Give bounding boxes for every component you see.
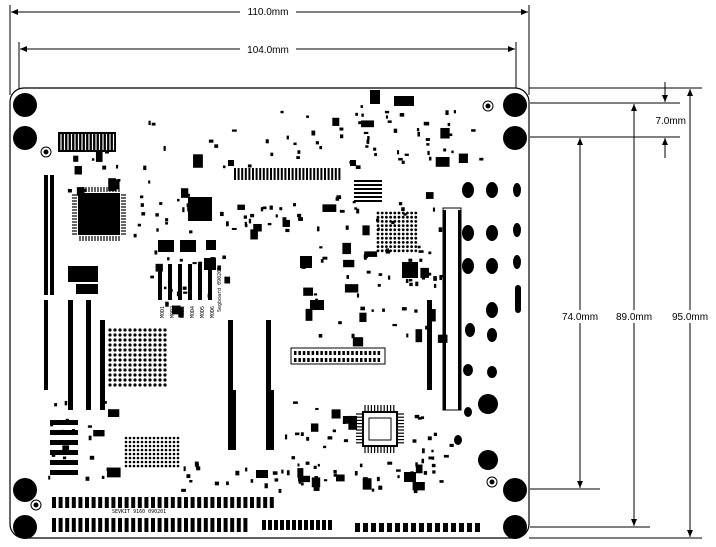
mounting-holes (13, 93, 527, 539)
silk-mod-label: MOD4 (190, 306, 196, 318)
silk-mod-label: MOD5 (200, 306, 206, 318)
dim-hole-spacing-x: 104.0mm (247, 45, 289, 56)
connector-right-header (442, 207, 462, 411)
dim-hole-offset-y: 7.0mm (655, 116, 686, 127)
dim-hole-spacing-y-long: 89.0mm (616, 312, 652, 323)
silk-mod-label: MOD1 (160, 306, 166, 318)
smd-components (48, 90, 484, 494)
connector-top-header (228, 160, 382, 202)
connector-middle-header (290, 347, 386, 365)
dim-hole-spacing-y-short: 74.0mm (562, 312, 598, 323)
silk-mod-label: MOD6 (210, 306, 216, 318)
bga-right (376, 211, 418, 253)
dim-overall-height: 95.0mm (672, 312, 708, 323)
silk-side-label: Segboard 090201 (217, 267, 223, 312)
silk-mod-label: MOD3 (180, 306, 186, 318)
pcb-outline (9, 87, 530, 539)
pin-strips (44, 175, 461, 450)
round-pads-right (454, 182, 521, 470)
ic-main-qfp (72, 187, 126, 241)
bga-left (108, 328, 167, 387)
fiducial-marks (30, 100, 498, 511)
bga-bottom (124, 436, 180, 468)
silk-mod-label: MOD2 (170, 306, 176, 318)
dim-overall-width: 110.0mm (248, 7, 289, 18)
silk-board-label: SEVKIT 9160 090201 (112, 509, 166, 515)
ic-left-tsop (68, 266, 98, 282)
connector-bottom-row (52, 497, 480, 532)
